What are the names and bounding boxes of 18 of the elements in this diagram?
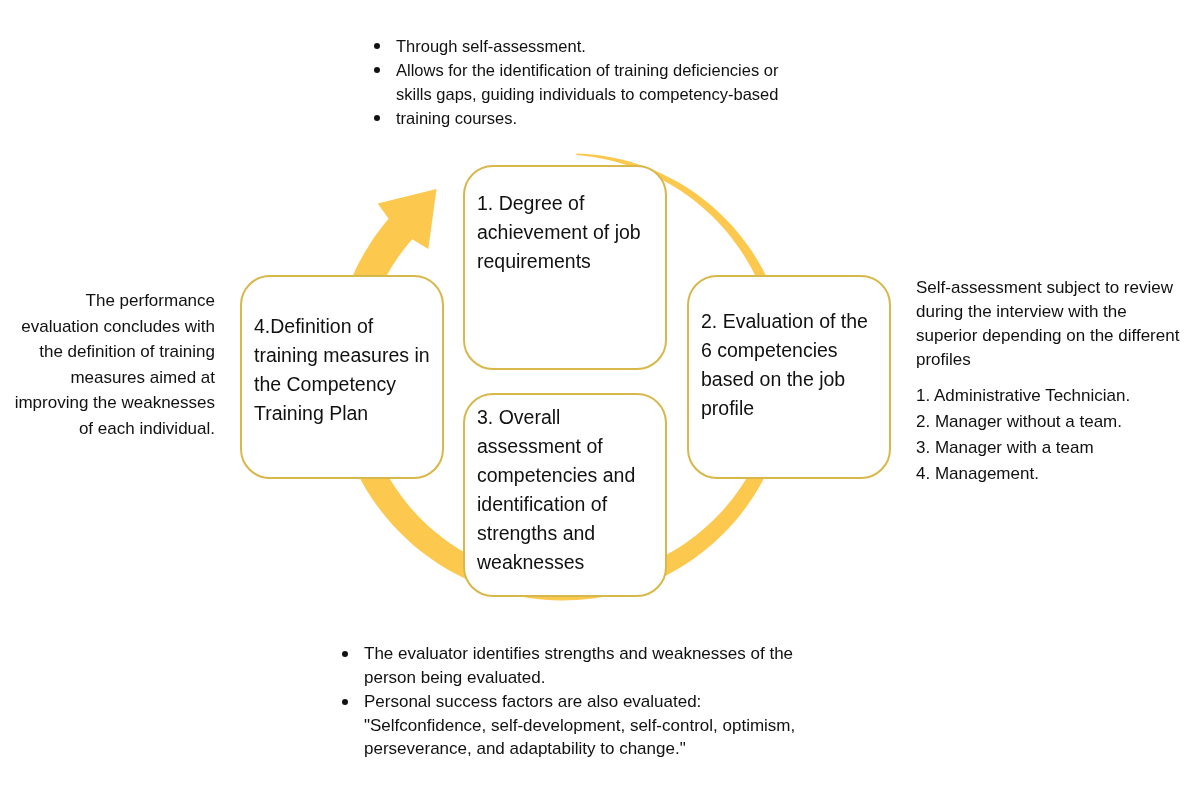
list-item: 1. Administrative Technician. [916, 385, 1132, 407]
list-item: 3. Manager with a team [916, 437, 1095, 459]
list-item: 4. Management. [916, 463, 1040, 485]
bullet-item: Through self-assessment. [396, 36, 587, 57]
step-text: 2. Evaluation of the 6 competencies based on the job profile [701, 309, 869, 421]
bullet-item: Personal success factors are also evaluated: "Selfconfidence, self-development, self-control, optimism, perseverance, and adaptability to change." [364, 691, 797, 760]
step-text: 4.Definition of training measures in the Competency Training Plan [254, 314, 431, 426]
note-text: The performance evaluation concludes with the definition of training measures aimed at improving the weaknesses of each individual. [13, 290, 215, 440]
process-box [240, 275, 444, 479]
process-box [463, 393, 667, 597]
process-box [463, 165, 667, 370]
note-text: Self-assessment subject to review during the interview with the superior depending on the different profiles [916, 277, 1181, 371]
bullet-item: training courses. [396, 108, 519, 129]
list-item: 2. Manager without a team. [916, 411, 1123, 433]
step-text: 1. Degree of achievement of job requirements [477, 191, 642, 274]
bullet-item: The evaluator identifies strengths and weaknesses of the person being evaluated. [364, 643, 795, 689]
process-box [687, 275, 891, 479]
step-text: 3. Overall assessment of competencies and identification of strengths and weaknesses [477, 405, 637, 575]
